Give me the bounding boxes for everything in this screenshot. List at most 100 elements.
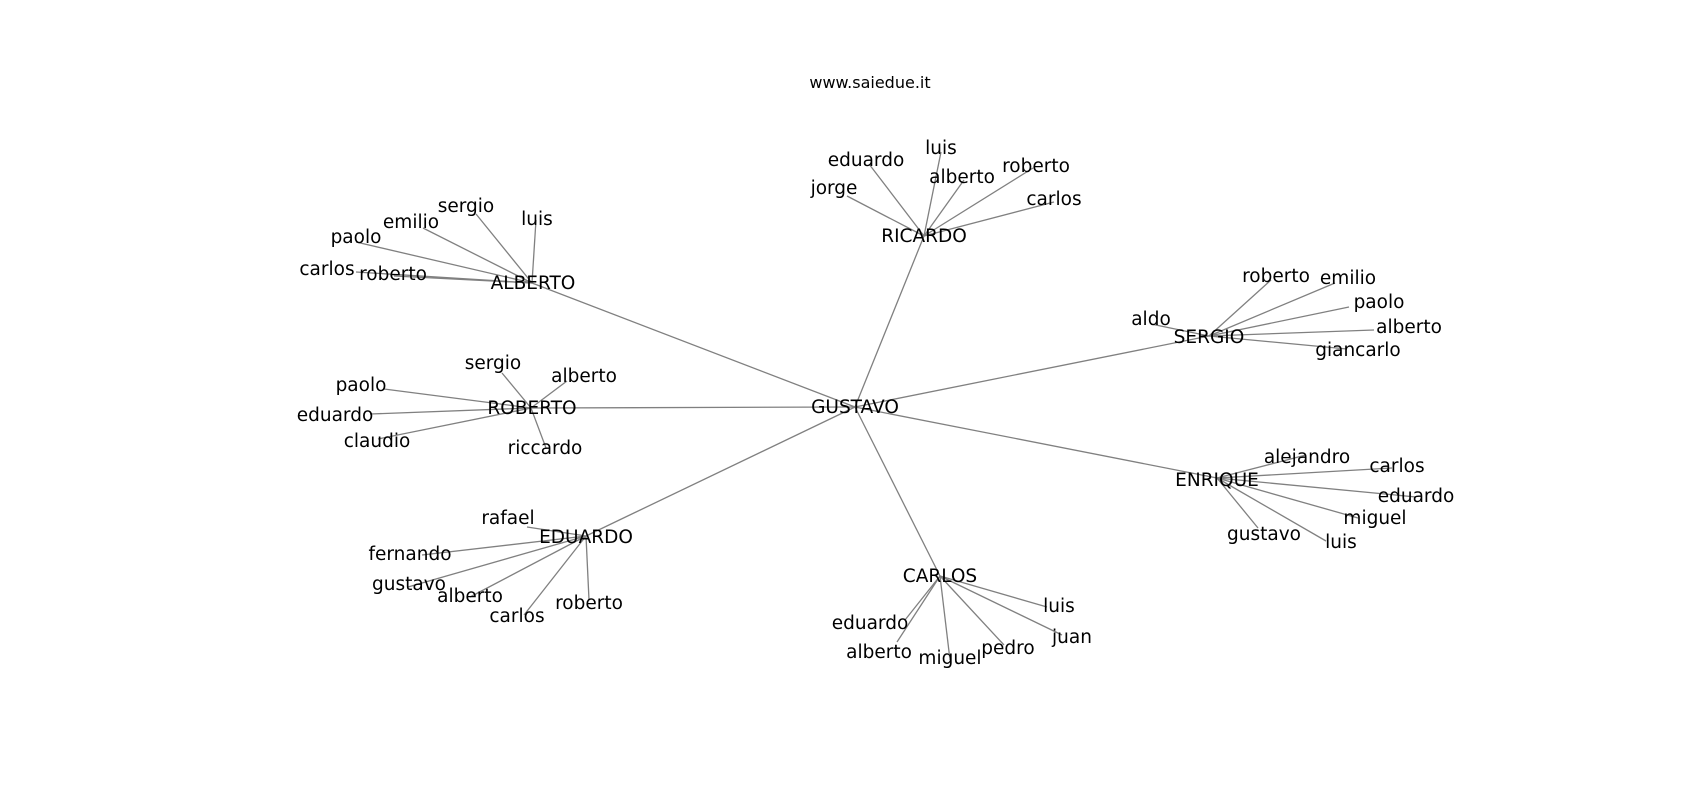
edge-roberto-riccardo (530, 407, 547, 449)
site-title: www.saiedue.it (809, 73, 930, 92)
hub-node-sergio: SERGIO (1174, 327, 1245, 348)
leaf-node-alberto-paolo: paolo (331, 227, 382, 248)
edge-carlos-alberto (896, 575, 941, 643)
edge-gustavo-roberto (530, 406, 856, 409)
leaf-node-sergio-alberto: alberto (1376, 317, 1442, 338)
edge-ricardo-roberto (923, 167, 1034, 237)
leaf-node-enrique-alejandro: alejandro (1264, 447, 1350, 468)
edge-roberto-paolo (383, 388, 532, 409)
leaf-node-carlos-luis: luis (1043, 596, 1075, 617)
edge-layer (355, 151, 1417, 661)
hub-node-enrique: ENRIQUE (1175, 470, 1259, 491)
label-layer: www.saiedue.it jorge eduardo luis alberto ro… (297, 73, 1455, 669)
leaf-node-sergio-aldo: aldo (1131, 309, 1171, 330)
hub-node-eduardo: EDUARDO (539, 527, 633, 548)
leaf-node-sergio-emilio: emilio (1320, 268, 1376, 289)
leaf-node-enrique-eduardo: eduardo (1378, 486, 1455, 507)
edge-enrique-eduardo (1216, 477, 1417, 498)
edge-enrique-gustavo (1216, 477, 1259, 529)
edge-sergio-paolo (1208, 306, 1350, 337)
leaf-node-eduardo-rafael: rafael (481, 508, 534, 529)
hub-node-alberto: ALBERTO (491, 273, 576, 294)
leaf-node-sergio-giancarlo: giancarlo (1315, 340, 1401, 361)
leaf-node-eduardo-fernando: fernando (368, 544, 451, 565)
edge-gustavo-carlos (854, 406, 941, 577)
leaf-node-ricardo-alberto: alberto (929, 167, 995, 188)
edge-carlos-juan (939, 575, 1063, 636)
edge-ricardo-carlos (923, 201, 1055, 237)
hub-node-roberto: ROBERTO (487, 398, 576, 419)
edge-sergio-emilio (1208, 282, 1336, 337)
edge-enrique-miguel (1216, 477, 1359, 519)
edge-sergio-alberto (1208, 329, 1375, 337)
leaf-node-alberto-roberto: roberto (359, 264, 427, 285)
edge-carlos-luis (939, 575, 1048, 608)
edge-gustavo-enrique (854, 406, 1218, 479)
edge-ricardo-eduardo (868, 163, 925, 237)
leaf-node-roberto-alberto: alberto (551, 366, 617, 387)
edge-sergio-aldo (1150, 323, 1210, 337)
edge-eduardo-carlos (523, 535, 587, 616)
leaf-node-roberto-sergio: sergio (465, 353, 522, 374)
leaf-node-carlos-juan: juan (1051, 627, 1092, 648)
leaf-node-carlos-pedro: pedro (981, 638, 1034, 659)
edge-eduardo-gustavo (407, 535, 587, 588)
edge-gustavo-alberto (531, 282, 856, 408)
edge-alberto-paolo (355, 241, 533, 284)
edge-gustavo-sergio (854, 335, 1210, 408)
leaf-node-roberto-paolo: paolo (336, 375, 387, 396)
leaf-node-eduardo-gustavo: gustavo (372, 574, 446, 595)
leaf-node-roberto-eduardo: eduardo (297, 405, 374, 426)
leaf-node-carlos-eduardo: eduardo (832, 613, 909, 634)
edge-eduardo-fernando (421, 535, 587, 556)
edge-alberto-roberto (393, 275, 533, 284)
edge-gustavo-ricardo (854, 235, 925, 408)
edge-alberto-emilio (422, 227, 533, 284)
leaf-node-alberto-luis: luis (521, 209, 553, 230)
edge-alberto-luis (531, 219, 537, 284)
root-node-gustavo: GUSTAVO (811, 397, 899, 418)
edge-ricardo-luis (923, 151, 942, 237)
hub-node-carlos: CARLOS (903, 566, 977, 587)
leaf-node-sergio-roberto: roberto (1242, 266, 1310, 287)
edge-ricardo-alberto (923, 179, 965, 237)
hub-node-ricardo: RICARDO (881, 226, 967, 247)
edge-roberto-eduardo (369, 407, 532, 415)
edge-roberto-sergio (501, 372, 532, 409)
leaf-node-eduardo-roberto: roberto (555, 593, 623, 614)
edge-ricardo-jorge (846, 195, 925, 237)
edge-carlos-eduardo (904, 575, 941, 621)
leaf-node-enrique-miguel: miguel (1343, 508, 1406, 529)
leaf-node-sergio-paolo: paolo (1354, 292, 1405, 313)
edge-alberto-sergio (475, 213, 533, 284)
edge-roberto-alberto (530, 380, 568, 409)
edge-eduardo-roberto (585, 535, 590, 601)
edge-carlos-pedro (939, 575, 1005, 646)
leaf-node-enrique-carlos: carlos (1369, 456, 1424, 477)
leaf-node-carlos-alberto: alberto (846, 642, 912, 663)
leaf-node-roberto-claudio: claudio (344, 431, 411, 452)
leaf-node-ricardo-jorge: jorge (810, 178, 858, 199)
edge-enrique-luis (1216, 477, 1327, 542)
edge-roberto-claudio (377, 407, 532, 440)
edge-sergio-giancarlo (1208, 335, 1348, 350)
edge-gustavo-eduardo (585, 406, 856, 537)
edge-carlos-miguel (939, 575, 951, 661)
leaf-node-eduardo-alberto: alberto (437, 586, 503, 607)
leaf-node-ricardo-carlos: carlos (1026, 189, 1081, 210)
leaf-node-alberto-carlos: carlos (299, 259, 354, 280)
leaf-node-alberto-sergio: sergio (438, 196, 495, 217)
leaf-node-alberto-emilio: emilio (383, 212, 439, 233)
leaf-node-eduardo-carlos: carlos (489, 606, 544, 627)
edge-enrique-alejandro (1216, 454, 1307, 479)
leaf-node-roberto-riccardo: riccardo (508, 438, 583, 459)
edge-eduardo-alberto (469, 535, 587, 598)
leaf-node-ricardo-eduardo: eduardo (828, 150, 905, 171)
edge-enrique-carlos (1216, 467, 1393, 479)
leaf-node-ricardo-luis: luis (925, 138, 957, 159)
leaf-node-enrique-gustavo: gustavo (1227, 524, 1301, 545)
leaf-node-ricardo-roberto: roberto (1002, 156, 1070, 177)
edge-eduardo-rafael (526, 526, 587, 537)
